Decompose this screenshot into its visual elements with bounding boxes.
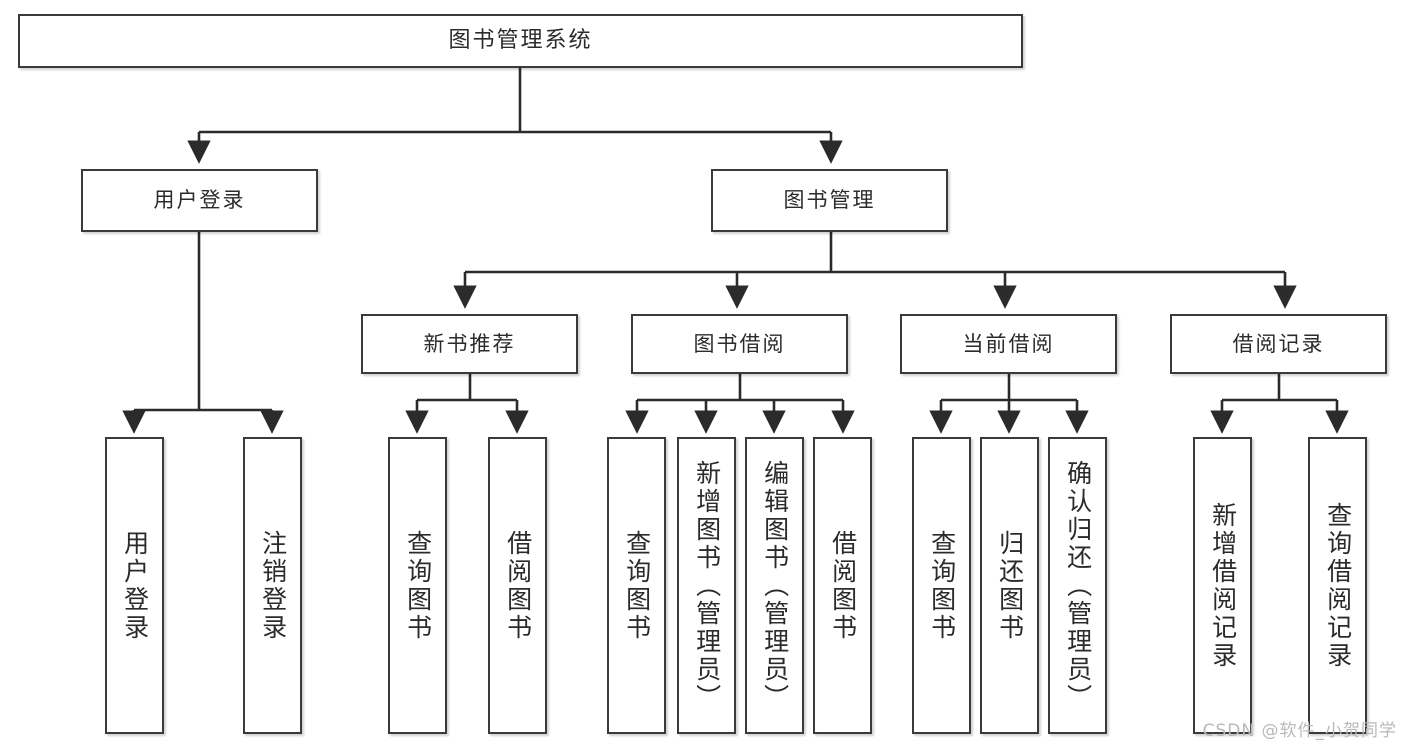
node-label: 归还图书 xyxy=(995,529,1025,642)
node-label: 查询图书 xyxy=(927,529,957,642)
node-book-borrowing[interactable]: 图书借阅 xyxy=(631,314,848,374)
leaf-borrow-record-add-record[interactable]: 新增借阅记录 xyxy=(1193,437,1252,734)
node-label: 图书借阅 xyxy=(693,331,786,356)
node-borrowing-record[interactable]: 借阅记录 xyxy=(1170,314,1387,374)
node-label: 注销登录 xyxy=(258,529,288,642)
leaf-book-borrow-query-books[interactable]: 查询图书 xyxy=(607,437,666,734)
node-book-management[interactable]: 图书管理 xyxy=(711,169,948,232)
node-new-book-recommendation[interactable]: 新书推荐 xyxy=(361,314,578,374)
leaf-borrow-record-query-record[interactable]: 查询借阅记录 xyxy=(1308,437,1367,734)
node-label: 借阅记录 xyxy=(1232,331,1325,356)
leaf-book-borrow-edit-book-admin[interactable]: 编辑图书（管理员） xyxy=(745,437,804,734)
leaf-user-login-signin[interactable]: 用户登录 xyxy=(105,437,164,734)
node-label: 新增图书（管理员） xyxy=(692,459,722,712)
node-label: 查询图书 xyxy=(403,529,433,642)
node-label: 借阅图书 xyxy=(828,529,858,642)
node-label: 新增借阅记录 xyxy=(1208,501,1238,670)
watermark-text: CSDN @软件_小贺同学 xyxy=(1202,721,1397,741)
leaf-current-borrow-return-books[interactable]: 归还图书 xyxy=(980,437,1039,734)
node-label: 当前借阅 xyxy=(962,331,1055,356)
leaf-book-borrow-add-book-admin[interactable]: 新增图书（管理员） xyxy=(677,437,736,734)
node-label: 编辑图书（管理员） xyxy=(760,459,790,712)
node-label: 借阅图书 xyxy=(503,529,533,642)
node-label: 用户登录 xyxy=(120,529,150,642)
leaf-new-book-borrow-books[interactable]: 借阅图书 xyxy=(488,437,547,734)
node-label: 图书管理 xyxy=(783,188,876,213)
node-label: 查询借阅记录 xyxy=(1323,501,1353,670)
leaf-user-login-logout[interactable]: 注销登录 xyxy=(243,437,302,734)
node-label: 用户登录 xyxy=(153,188,246,213)
leaf-new-book-query-books[interactable]: 查询图书 xyxy=(388,437,447,734)
leaf-book-borrow-borrow-books[interactable]: 借阅图书 xyxy=(813,437,872,734)
node-current-borrowing[interactable]: 当前借阅 xyxy=(900,314,1117,374)
leaf-current-borrow-query-books[interactable]: 查询图书 xyxy=(912,437,971,734)
node-label: 新书推荐 xyxy=(423,331,516,356)
leaf-current-borrow-confirm-return-admin[interactable]: 确认归还（管理员） xyxy=(1048,437,1107,734)
node-label: 查询图书 xyxy=(622,529,652,642)
node-label: 确认归还（管理员） xyxy=(1063,459,1093,712)
node-user-login[interactable]: 用户登录 xyxy=(81,169,318,232)
node-label: 图书管理系统 xyxy=(448,28,593,54)
node-root-book-management-system[interactable]: 图书管理系统 xyxy=(18,14,1023,68)
